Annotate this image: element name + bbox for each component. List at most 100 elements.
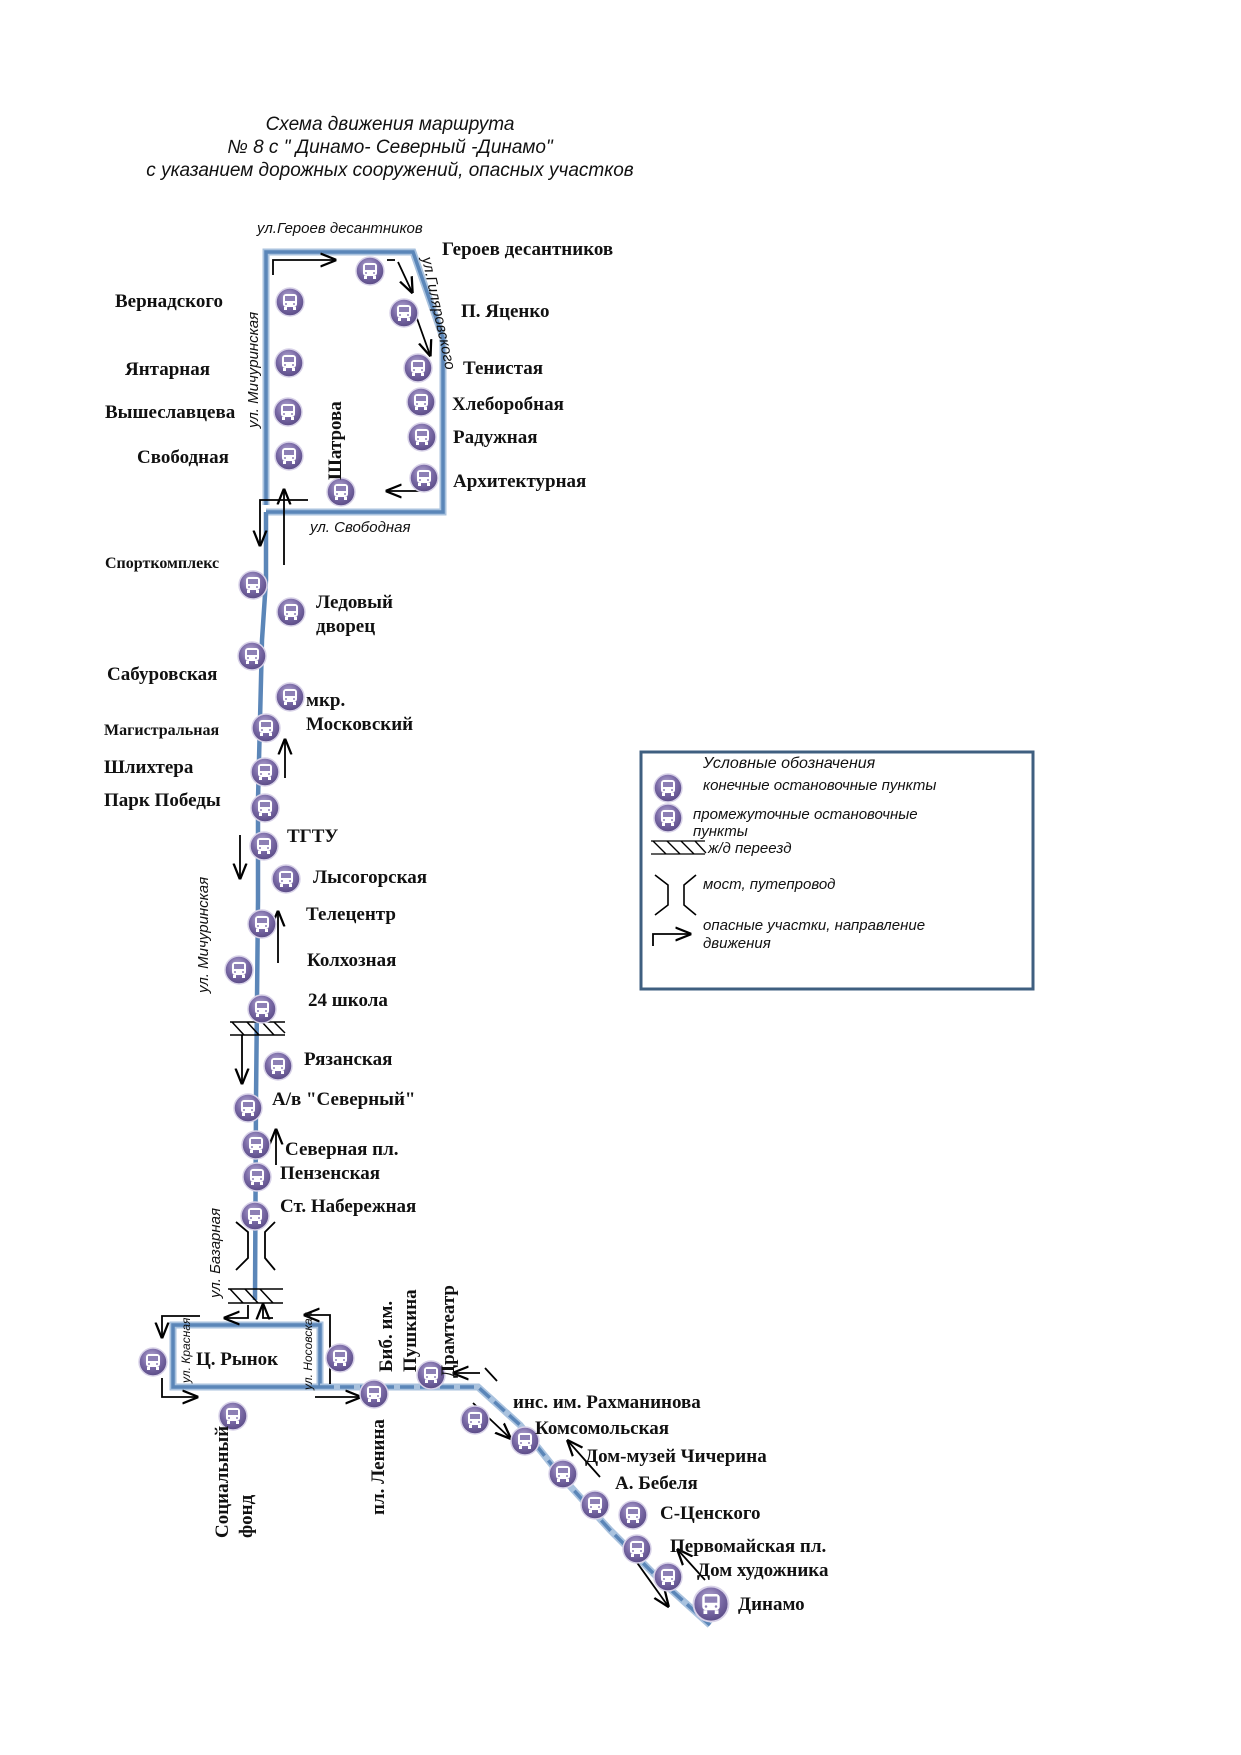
legend-box [639, 750, 1035, 991]
stop-label: Хлеборобная [452, 394, 564, 415]
bus-stop-icon [237, 641, 267, 671]
title-line-2: № 8 с " Динамо- Северный -Динамо" [227, 137, 553, 158]
stop-label: Свободная [137, 447, 229, 468]
legend-item-intermediate-line2: пункты [693, 823, 748, 840]
danger-arrow [260, 499, 308, 545]
bus-stop-icon [241, 1130, 271, 1160]
street-label: ул. Носовская [301, 1311, 315, 1391]
railway-crossing-icon [228, 1288, 283, 1304]
stop-label: Биб. им.Пушкина [376, 1289, 421, 1372]
stop-label: Вернадского [115, 291, 223, 312]
danger-direction-arrow-icon [652, 934, 690, 946]
bus-stop-icon [274, 441, 304, 471]
route-loop-market-core [171, 1323, 322, 1389]
stop-label: Тенистая [463, 358, 543, 379]
stop-label: Сабуровская [107, 664, 217, 685]
danger-arrow [272, 260, 335, 275]
bus-stop-icon [251, 713, 281, 743]
legend-item-terminal: конечные остановочные пункты [703, 777, 936, 794]
danger-arrow [568, 1441, 601, 1478]
stop-label: Дом художника [697, 1560, 829, 1581]
danger-arrow [414, 312, 430, 355]
stop-label: Шлихтера [104, 757, 194, 778]
stop-label: А. Бебеля [615, 1473, 698, 1494]
legend-item-danger-line2: движения [703, 935, 771, 952]
stop-label: Комсомольская [535, 1418, 669, 1439]
bus-stop-icon [275, 682, 305, 712]
bus-stop-icon [247, 909, 277, 939]
stop-label: А/в "Северный" [272, 1089, 415, 1110]
stop-label: Героев десантников [442, 239, 613, 260]
bus-stop-icon [403, 353, 433, 383]
bus-stop-icon [271, 864, 301, 894]
stop-label: Магистральная [104, 722, 219, 739]
danger-arrow [397, 261, 412, 292]
danger-arrow [162, 1315, 200, 1337]
street-label: ул.Гиляровского [418, 254, 459, 371]
stop-label: Спорткомплекс [105, 555, 219, 572]
bus-stop-icon [274, 348, 304, 378]
legend: Условные обозначения конечные остановочн… [639, 750, 1035, 991]
stop-label: Пензенская [280, 1163, 380, 1184]
stop-label: Радужная [453, 427, 537, 448]
bus-stop-icon [138, 1347, 168, 1377]
bus-stop-icon [249, 831, 279, 861]
bus-stop-icon [275, 287, 305, 317]
stop-label: Лысогорская [313, 867, 427, 888]
direction-arrows [161, 260, 706, 1606]
stop-label: Рязанская [304, 1049, 392, 1070]
bus-stop-icon [460, 1405, 490, 1435]
bus-stop-icon [548, 1459, 578, 1489]
stop-label: мкр.Московский [306, 690, 413, 735]
street-label: ул. Свободная [309, 519, 410, 536]
bus-stop-icon [276, 597, 306, 627]
stop-label: ТГТУ [287, 826, 338, 847]
stop-label: Первомайская пл. [670, 1536, 826, 1557]
stop-label: Вышеславцева [105, 402, 236, 423]
danger-arrow [484, 1367, 498, 1382]
bus-stop-icon [242, 1162, 272, 1192]
bus-stop-icon [355, 256, 385, 286]
stop-label: 24 школа [308, 990, 388, 1011]
bus-stop-icon [653, 1562, 683, 1592]
bus-stop-icon [250, 793, 280, 823]
railway-crossing-icon [230, 1021, 286, 1036]
bridge-icon [654, 874, 697, 916]
bus-stop-terminal-icon [653, 773, 683, 803]
street-label: ул. Базарная [207, 1208, 224, 1299]
bus-stop-icon [247, 994, 277, 1024]
danger-arrow [632, 1556, 668, 1606]
legend-title: Условные обозначения [702, 755, 876, 772]
bus-stop-icon [263, 1051, 293, 1081]
bus-stop-icon [618, 1500, 648, 1530]
railway-crossing-icon [651, 840, 707, 855]
legend-item-danger-line1: опасные участки, направление [703, 917, 925, 934]
stop-label: П. Яценко [461, 301, 550, 322]
stop-label: Ц. Рынок [196, 1349, 278, 1370]
bus-stop-icon [580, 1490, 610, 1520]
legend-item-bridge: мост, путепровод [703, 876, 835, 893]
bus-stop-icon [250, 757, 280, 787]
legend-item-intermediate-line1: промежуточные остановочные [693, 806, 918, 823]
bus-stop-icon [409, 463, 439, 493]
stop-label: Телецентр [306, 904, 396, 925]
stop-label: Дом-музей Чичерина [585, 1446, 767, 1467]
danger-arrow [161, 1378, 197, 1397]
bus-stop-icon [233, 1093, 263, 1123]
title-line-1: Схема движения маршрута [265, 114, 515, 135]
bus-stop-icon [326, 477, 356, 507]
title-line-3: с указанием дорожных сооружений, опасных… [146, 160, 634, 181]
bus-stop-icon [224, 955, 254, 985]
stop-label: Парк Победы [104, 790, 221, 811]
stop-label: Динамо [738, 1594, 805, 1615]
bus-stop-icon [273, 397, 303, 427]
stop-label: инс. им. Рахманинова [513, 1392, 701, 1413]
street-label: ул.Героев десантников [256, 220, 423, 237]
bus-stop-intermediate-icon [653, 803, 683, 833]
danger-arrow [225, 1305, 249, 1318]
bus-stop-icon [238, 570, 268, 600]
stop-label: Шатрова [325, 401, 346, 480]
